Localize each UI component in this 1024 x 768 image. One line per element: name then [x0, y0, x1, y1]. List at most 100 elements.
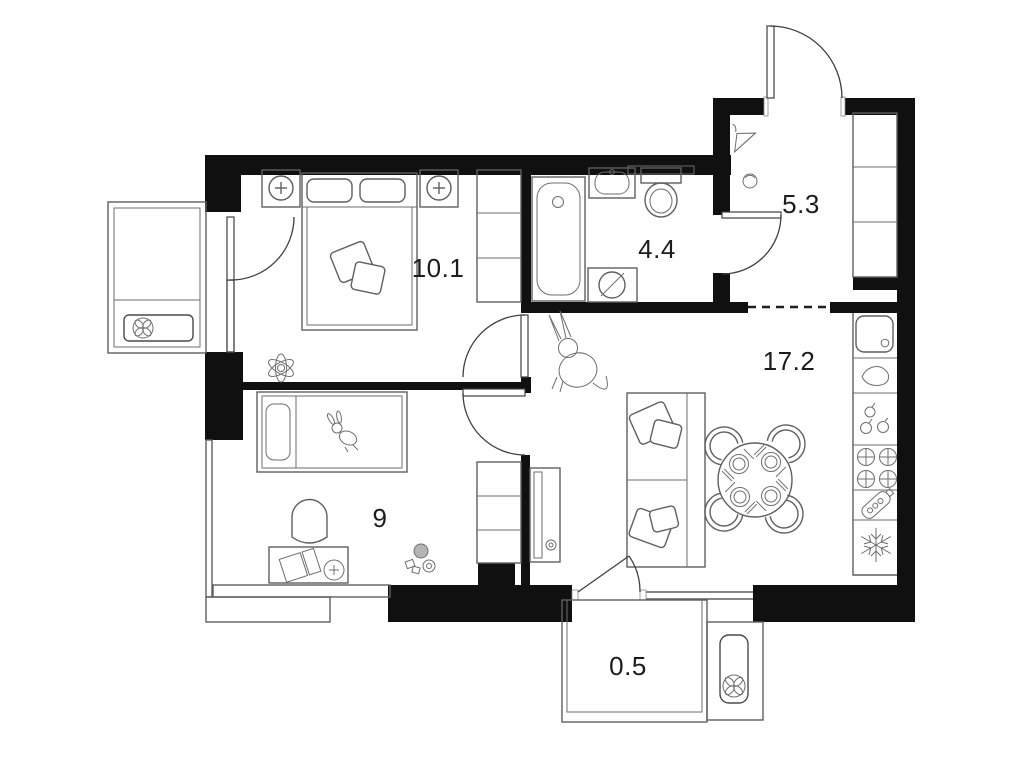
bedroom: [261, 169, 522, 383]
snowflake-icon: [861, 528, 891, 562]
wall-right: [897, 98, 915, 622]
balcony-bottom-door-leaf: [577, 555, 630, 593]
wall-stub-kids: [478, 563, 515, 587]
balcony-bottom: [561, 589, 764, 723]
hallway: [732, 112, 898, 278]
wall-stub-kitchen-top: [830, 302, 897, 313]
toys: [404, 543, 436, 575]
place-setting: [753, 444, 787, 478]
doors: [226, 25, 846, 593]
label-hallway: 5.3: [782, 189, 820, 219]
label-bathroom: 4.4: [638, 234, 676, 264]
clothes-hanger-icon: [732, 123, 757, 154]
entrance-door-arc: [769, 25, 843, 99]
toilet-icon: [640, 167, 682, 218]
sofa-pillow: [648, 505, 680, 533]
ring-icon: [422, 559, 436, 573]
console-icon: [545, 539, 557, 551]
toy-bunny-icon: [326, 410, 359, 453]
label-balcony: 0.5: [609, 651, 647, 681]
kids-room: [205, 391, 522, 623]
table-lamp-icon: [426, 175, 452, 201]
kids-door-arc: [462, 392, 526, 456]
bedroom-door-leaf: [520, 314, 529, 378]
label-bedroom: 10.1: [412, 253, 465, 283]
entrance-door-leaf: [766, 25, 775, 99]
balcony-door-leaf: [226, 216, 235, 281]
produce-icon: [860, 402, 889, 434]
bathroom-door-leaf: [721, 211, 782, 219]
label-living: 17.2: [763, 346, 816, 376]
balcony-bottom-inner: [566, 600, 703, 713]
single-bed: [256, 391, 408, 473]
window-kids-bottom: [212, 584, 391, 598]
label-kids: 9: [373, 503, 388, 533]
desk: [268, 546, 349, 584]
washing-machine-icon: [587, 267, 638, 303]
kids-wardrobe: [476, 461, 522, 564]
wall-bottom-right: [753, 585, 915, 622]
bedroom-wardrobe: [476, 169, 522, 303]
wall-hallway-left-upper: [713, 112, 730, 215]
bathroom: [531, 165, 695, 303]
window-kids-left: [205, 439, 213, 598]
nightstand-right: [419, 169, 459, 208]
kitchen-sink-icon: [855, 315, 894, 353]
wall-kids-right: [521, 455, 530, 587]
kitchen-counter: [852, 313, 897, 576]
counter-outline: [852, 313, 897, 576]
chair: [704, 492, 744, 532]
place-setting: [724, 481, 758, 515]
ac-unit-bottom: [719, 634, 749, 704]
place-setting: [755, 478, 789, 512]
ball-icon: [413, 543, 429, 559]
hallway-wardrobe: [852, 112, 898, 278]
tv-icon: [533, 471, 543, 559]
ac-ledge: [706, 621, 764, 721]
room-labels: 10.1 4.4 5.3 17.2 9 0.5: [373, 189, 820, 681]
facade-ledge: [205, 596, 331, 623]
wall-bedroom-kids-divider: [242, 382, 522, 390]
bathroom-door-arc: [721, 214, 782, 275]
shelf: [627, 165, 695, 175]
ac-unit-left: [123, 314, 194, 342]
chair: [764, 494, 804, 534]
cutting-board-icon: [861, 366, 889, 386]
dining-table: [704, 424, 806, 534]
table-lamp-icon: [323, 559, 345, 581]
chair: [704, 426, 744, 466]
blocks-icon: [404, 558, 416, 570]
washbasin-icon: [588, 167, 636, 199]
pet-icon: [548, 310, 608, 393]
balcony-left: [107, 201, 235, 354]
table-lamp-icon: [268, 175, 294, 201]
desk-chair: [291, 498, 328, 544]
chair: [766, 424, 806, 464]
wall-entrance-left: [713, 98, 767, 115]
sofa: [626, 392, 706, 568]
balcony-bottom-door-arc: [628, 555, 641, 593]
bedroom-door-arc: [462, 314, 526, 378]
wall-bedroom-bathroom-divider: [521, 175, 531, 302]
bottle-icon: [861, 488, 895, 519]
window-bedroom-left: [226, 279, 235, 353]
kids-door-leaf: [462, 388, 526, 397]
sofa-pillow: [649, 419, 683, 449]
tv-stand: [529, 467, 561, 563]
wall-top-main: [205, 155, 731, 175]
decor-ball-icon: [742, 173, 758, 189]
wall-bottom-left: [388, 585, 572, 622]
fan-icon: [722, 674, 746, 698]
bathtub-icon: [531, 176, 586, 302]
stove-burner-icon: [857, 448, 897, 488]
balcony-left-outline: [107, 201, 207, 354]
living-room: [529, 310, 806, 568]
nightstand-left: [261, 169, 301, 208]
plant-icon: [268, 353, 294, 383]
wall-bathroom-bottom: [521, 302, 748, 313]
place-setting: [721, 448, 755, 482]
walls: [205, 98, 915, 622]
blocks-icon: [411, 565, 421, 575]
